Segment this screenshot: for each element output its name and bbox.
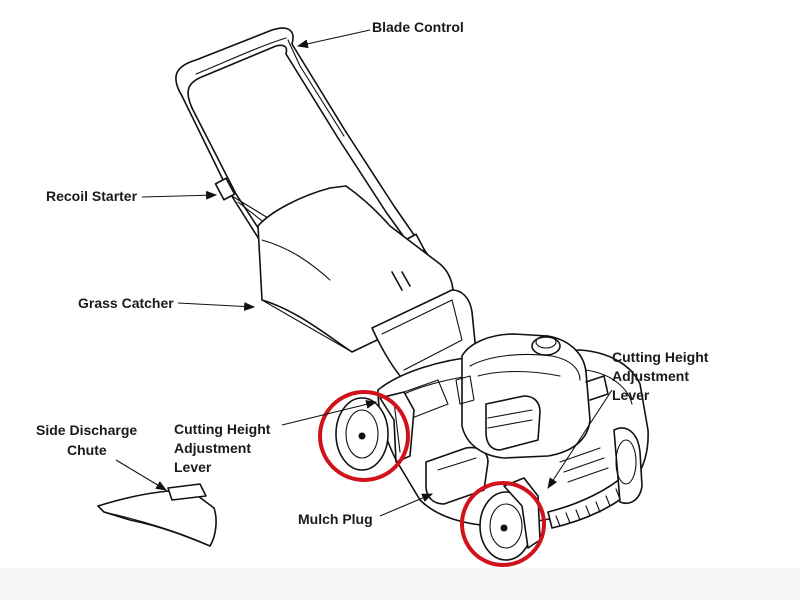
- label-cutting-height-left-line3: Lever: [174, 459, 212, 475]
- leader-recoil-starter: [141, 190, 218, 200]
- rear-right-wheel: [613, 427, 643, 504]
- label-cutting-height-right-line3: Lever: [612, 387, 650, 403]
- label-side-discharge-line2: Chute: [67, 442, 107, 458]
- side-discharge-chute: [97, 483, 217, 547]
- leader-cutting-height-left: [281, 400, 378, 426]
- leader-side-discharge: [115, 459, 167, 491]
- label-mulch-plug: Mulch Plug: [298, 511, 373, 527]
- leader-mulch-plug: [379, 493, 434, 517]
- bottom-band: [0, 568, 800, 600]
- label-cutting-height-right-line2: Adjustment: [612, 368, 689, 384]
- label-cutting-height-left-line1: Cutting Height: [174, 421, 271, 437]
- label-blade-control: Blade Control: [372, 19, 464, 35]
- label-cutting-height-right-line1: Cutting Height: [612, 349, 709, 365]
- leader-cutting-height-right: [547, 389, 613, 489]
- engine: [455, 333, 609, 459]
- label-recoil-starter: Recoil Starter: [46, 188, 138, 204]
- highlight-circle-left-wheel: [318, 390, 410, 482]
- grass-catcher-bag: [257, 185, 477, 385]
- highlight-circle-front-wheel: [460, 481, 546, 567]
- label-cutting-height-left-line2: Adjustment: [174, 440, 251, 456]
- leader-grass-catcher: [177, 302, 256, 311]
- leader-blade-control: [296, 29, 371, 49]
- label-grass-catcher: Grass Catcher: [78, 295, 174, 311]
- label-side-discharge-line1: Side Discharge: [36, 422, 137, 438]
